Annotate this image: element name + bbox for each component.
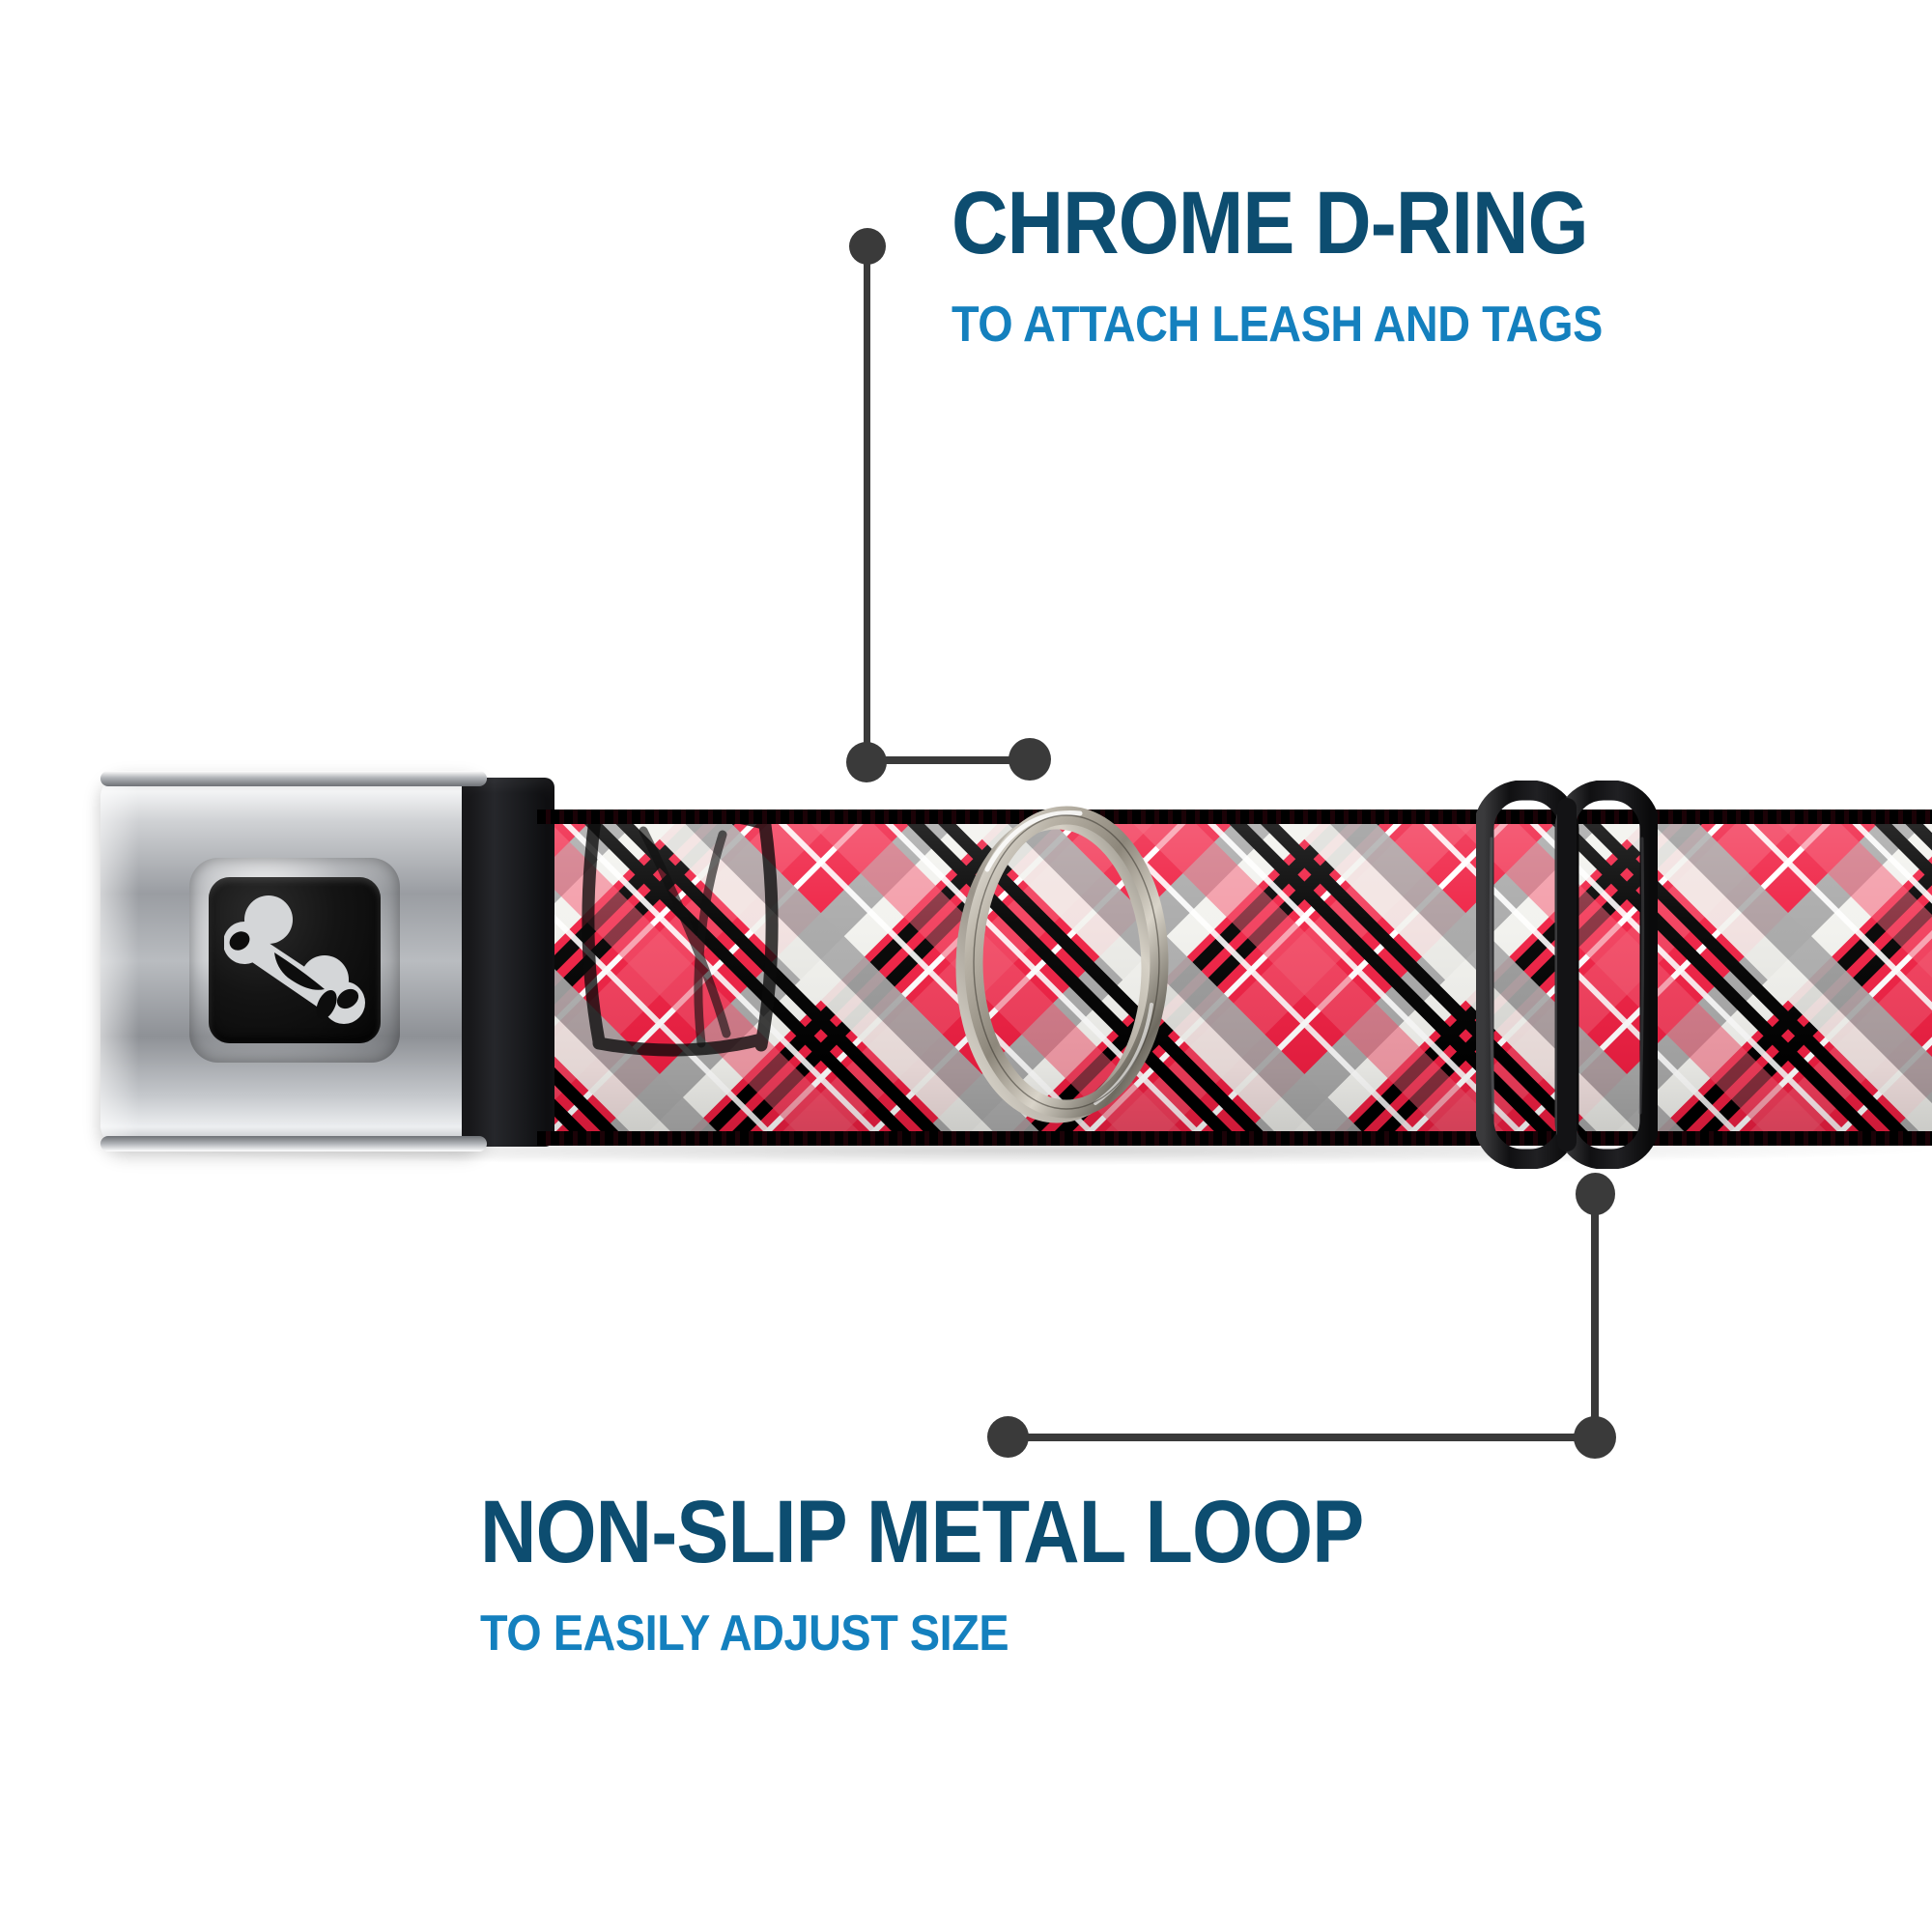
callout-subtitle-loop: TO EASILY ADJUST SIZE xyxy=(480,1605,1009,1662)
dog-bone-icon xyxy=(224,895,365,1024)
callout-target-dot-loop xyxy=(987,1416,1029,1458)
callout-vertical-line-loop xyxy=(1591,1193,1599,1439)
buckle-bottom-lip xyxy=(100,1136,487,1151)
product-drop-shadow xyxy=(116,1136,1922,1165)
callout-horizontal-line-loop xyxy=(1008,1434,1587,1441)
chrome-seatbelt-buckle xyxy=(100,773,487,1150)
buckle-logo-window xyxy=(209,877,381,1043)
callout-vertical-line-d-ring xyxy=(864,246,870,763)
callout-target-dot-d-ring xyxy=(1009,738,1051,781)
callout-subtitle-d-ring: TO ATTACH LEASH AND TAGS xyxy=(952,297,1603,353)
non-slip-metal-loop xyxy=(1476,781,1658,1169)
buckle-top-lip xyxy=(100,771,487,786)
callout-title-loop: NON-SLIP METAL LOOP xyxy=(480,1483,1364,1581)
plaid-webbing-strap xyxy=(537,810,1932,1146)
callout-horizontal-line-d-ring xyxy=(867,756,1033,764)
plaid-pattern xyxy=(537,810,1932,1146)
strap-top-stitching xyxy=(537,810,1932,824)
chrome-d-ring xyxy=(955,806,1169,1123)
strap-bottom-stitching xyxy=(537,1131,1932,1146)
buckle-strap-connector xyxy=(462,778,554,1147)
callout-title-d-ring: CHROME D-RING xyxy=(952,174,1589,272)
